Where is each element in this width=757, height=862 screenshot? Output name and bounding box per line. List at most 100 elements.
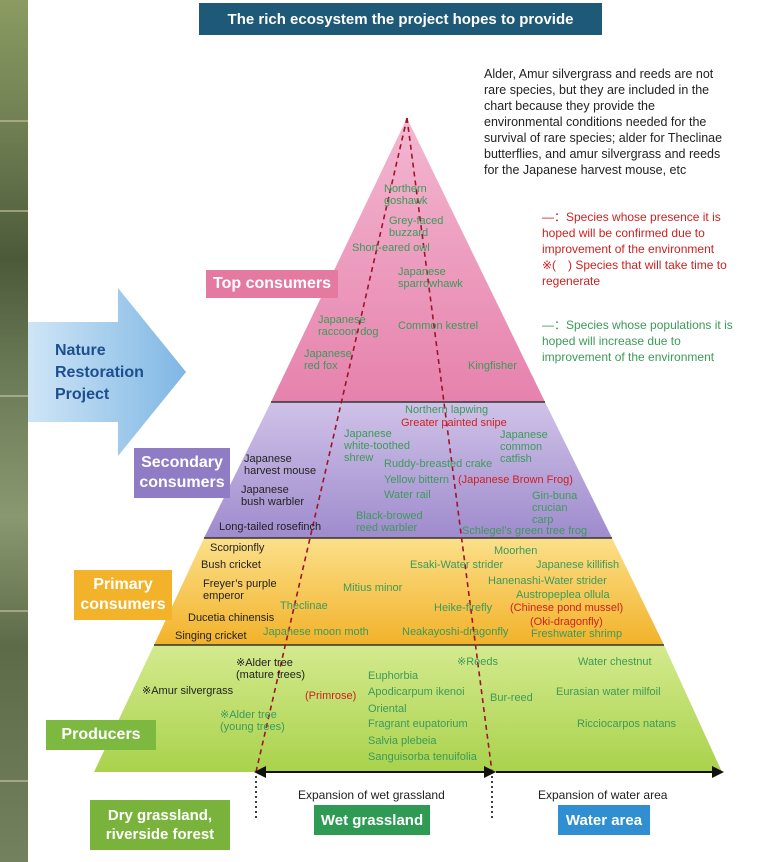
- species-label-primary: Heike-firefly: [434, 602, 492, 614]
- species-label-line: (Oki-dragonfly): [530, 616, 603, 628]
- species-label-primary: Austropeplea ollula: [516, 589, 610, 601]
- species-label-line: Moorhen: [494, 545, 538, 557]
- species-label-line: crucian: [532, 502, 568, 514]
- species-label-line: Japanese: [304, 348, 352, 360]
- level-label-line: Secondary: [141, 454, 223, 471]
- nature-restoration-label: Nature Restoration Project: [55, 340, 144, 406]
- dashed-divider-left: [255, 117, 408, 773]
- legend-hoped-confirmed: —：Species whose presence it is hoped wil…: [542, 210, 721, 256]
- species-label-line: Heike-firefly: [434, 602, 493, 614]
- species-label-primary: Ducetia chinensis: [188, 612, 274, 624]
- species-label-line: Kingfisher: [468, 360, 517, 372]
- species-label-producers: ※Amur silvergrass: [142, 685, 233, 697]
- legend-take-time: ※( ) Species that will take time to rege…: [542, 258, 727, 288]
- note-rare-species: Alder, Amur silvergrass and reeds are no…: [484, 67, 723, 177]
- species-label-line: shrew: [344, 452, 374, 464]
- species-label-line: ※Alder tree: [236, 657, 293, 669]
- species-label-line: Singing cricket: [175, 630, 247, 642]
- species-label-line: Northern lapwing: [405, 404, 489, 416]
- species-label-line: Water rail: [384, 489, 431, 501]
- species-label-line: Neakayoshi-dragonfly: [402, 626, 509, 638]
- species-label-line: Northern: [384, 183, 427, 195]
- species-label-line: buzzard: [389, 227, 429, 239]
- species-label-line: Ruddy-breasted crake: [384, 458, 493, 470]
- species-label-producers: (Primrose): [305, 690, 356, 702]
- species-label-line: (mature trees): [236, 669, 306, 681]
- expansion-water-area-label: Expansion of water area: [538, 788, 668, 802]
- species-label-line: Common kestrel: [398, 320, 479, 332]
- species-label-primary: Japanese moon moth: [263, 626, 369, 638]
- species-label-line: carp: [532, 514, 554, 526]
- species-label-line: Scorpionfly: [210, 542, 265, 554]
- species-label-secondary: Long-tailed rosefinch: [219, 521, 321, 533]
- species-label-secondary: Northern lapwing: [405, 404, 488, 416]
- level-label-line: consumers: [139, 474, 225, 491]
- species-label-line: red fox: [304, 360, 338, 372]
- species-label-producers: Apodicarpum ikenoi: [368, 686, 465, 698]
- zone-label-line: riverside forest: [105, 826, 215, 843]
- species-label-primary: Scorpionfly: [210, 542, 264, 554]
- species-label-primary: Hanenashi-Water strider: [488, 575, 607, 587]
- species-label-line: sparrowhawk: [398, 278, 463, 290]
- species-label-line: Schlegel’s green tree frog: [462, 525, 588, 537]
- species-label-line: goshawk: [384, 195, 428, 207]
- species-label-line: Black-browed: [356, 510, 423, 522]
- species-label-line: Eurasian water milfoil: [556, 686, 661, 698]
- level-label-secondary-consumers: Secondary consumers: [134, 448, 230, 498]
- species-label-line: Ricciocarpos natans: [577, 718, 677, 730]
- species-label-line: Grey-faced: [389, 215, 444, 227]
- arrow-label-line: Project: [55, 386, 110, 403]
- species-label-top: Kingfisher: [468, 360, 517, 372]
- zone-wet-grassland: Wet grassland: [314, 805, 430, 835]
- species-label-line: bush warbler: [241, 496, 304, 508]
- dashed-divider-right: [406, 117, 493, 773]
- species-label-line: (Primrose): [305, 690, 357, 702]
- species-label-line: Fragrant eupatorium: [368, 718, 468, 730]
- species-label-primary: Bush cricket: [201, 559, 261, 571]
- species-label-producers: ※Alder tree(young trees): [220, 709, 285, 733]
- species-label-line: Gin-buna: [532, 490, 578, 502]
- arrow-label-line: Restoration: [55, 364, 144, 381]
- level-label-top-consumers: Top consumers: [206, 270, 338, 298]
- zone-label-line: Dry grassland,: [107, 807, 213, 824]
- species-label-line: Oriental: [368, 703, 407, 715]
- species-label-primary: Freshwater shrimp: [531, 628, 622, 640]
- level-secondary-band: [204, 402, 612, 538]
- species-label-line: Bush cricket: [201, 559, 261, 571]
- species-label-line: common: [500, 441, 543, 453]
- species-label-secondary: (Japanese Brown Frog): [458, 474, 573, 486]
- species-label-line: (young trees): [220, 721, 285, 733]
- species-label-primary: Moorhen: [494, 545, 537, 557]
- species-label-line: Short-eared owl: [352, 242, 430, 254]
- expansion-wet-grassland-label: Expansion of wet grassland: [298, 788, 445, 802]
- species-label-producers: Bur-reed: [490, 692, 533, 704]
- species-label-producers: Sanguisorba tenuifolia: [368, 751, 477, 763]
- species-label-line: emperor: [203, 590, 244, 602]
- species-label-line: Japanese: [244, 453, 292, 465]
- species-label-line: Bur-reed: [490, 692, 533, 704]
- species-label-top: Common kestrel: [398, 320, 478, 332]
- species-label-line: Apodicarpum ikenoi: [368, 686, 465, 698]
- species-label-line: Yellow bittern: [384, 474, 450, 486]
- species-label-line: Hanenashi-Water strider: [488, 575, 607, 587]
- species-label-line: raccoon dog: [318, 326, 379, 338]
- species-label-line: reed warbler: [356, 522, 418, 534]
- species-label-producers: Euphorbia: [368, 670, 418, 682]
- species-label-line: Austropeplea ollula: [516, 589, 610, 601]
- species-label-line: Greater painted snipe: [401, 417, 507, 429]
- zone-water-area: Water area: [558, 805, 650, 835]
- level-label-line: consumers: [80, 596, 166, 613]
- species-label-line: Euphorbia: [368, 670, 419, 682]
- species-label-secondary: Yellow bittern: [384, 474, 449, 486]
- page-title: The rich ecosystem the project hopes to …: [199, 3, 602, 35]
- species-label-producers: Salvia plebeia: [368, 735, 437, 747]
